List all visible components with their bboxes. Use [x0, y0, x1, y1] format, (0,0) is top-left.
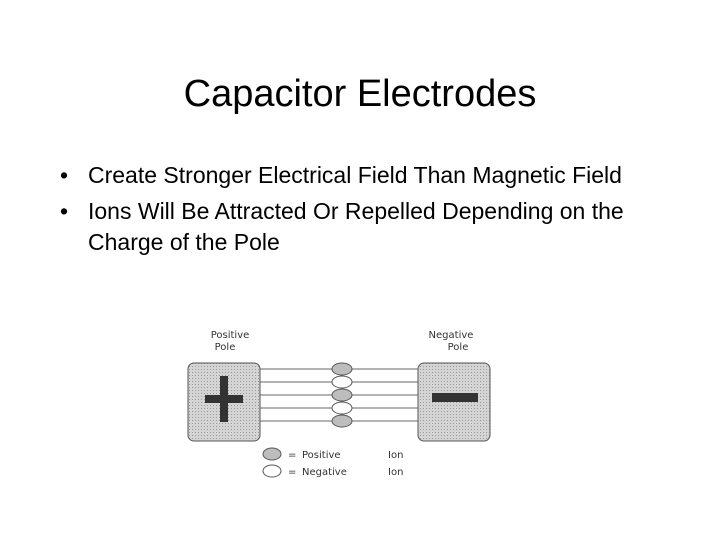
negative-pole-label-line1: Negative	[429, 330, 474, 341]
negative-ion	[332, 376, 352, 388]
positive-pole-label-line2: Pole	[215, 342, 236, 353]
legend-negative-label: Negative	[302, 467, 347, 478]
capacitor-diagram: Positive Pole Negative Pole	[180, 318, 500, 488]
legend-equals: =	[288, 450, 296, 461]
bullet-dot-icon: •	[60, 160, 68, 191]
bullet-item: • Create Stronger Electrical Field Than …	[60, 160, 680, 191]
positive-pole-label-line1: Positive	[211, 330, 250, 341]
bullet-dot-icon: •	[60, 196, 68, 227]
legend-positive-label: Positive	[302, 450, 341, 461]
minus-sign-icon	[432, 393, 478, 402]
bullet-item: • Ions Will Be Attracted Or Repelled Dep…	[60, 196, 680, 258]
negative-pole-label-line2: Pole	[448, 342, 469, 353]
legend-equals: =	[288, 467, 296, 478]
bullet-text: Create Stronger Electrical Field Than Ma…	[88, 162, 622, 188]
legend-positive-suffix: Ion	[388, 450, 403, 461]
legend: = Positive Ion = Negative Ion	[263, 448, 403, 478]
legend-positive-ion-icon	[263, 448, 281, 460]
negative-ion	[332, 402, 352, 414]
positive-ion	[332, 415, 352, 427]
bullet-text: Ions Will Be Attracted Or Repelled Depen…	[88, 198, 624, 255]
bullet-list: • Create Stronger Electrical Field Than …	[60, 160, 680, 263]
positive-ion	[332, 389, 352, 401]
slide-title: Capacitor Electrodes	[0, 70, 720, 118]
positive-ion	[332, 363, 352, 375]
legend-negative-ion-icon	[263, 465, 281, 477]
legend-negative-suffix: Ion	[388, 467, 403, 478]
